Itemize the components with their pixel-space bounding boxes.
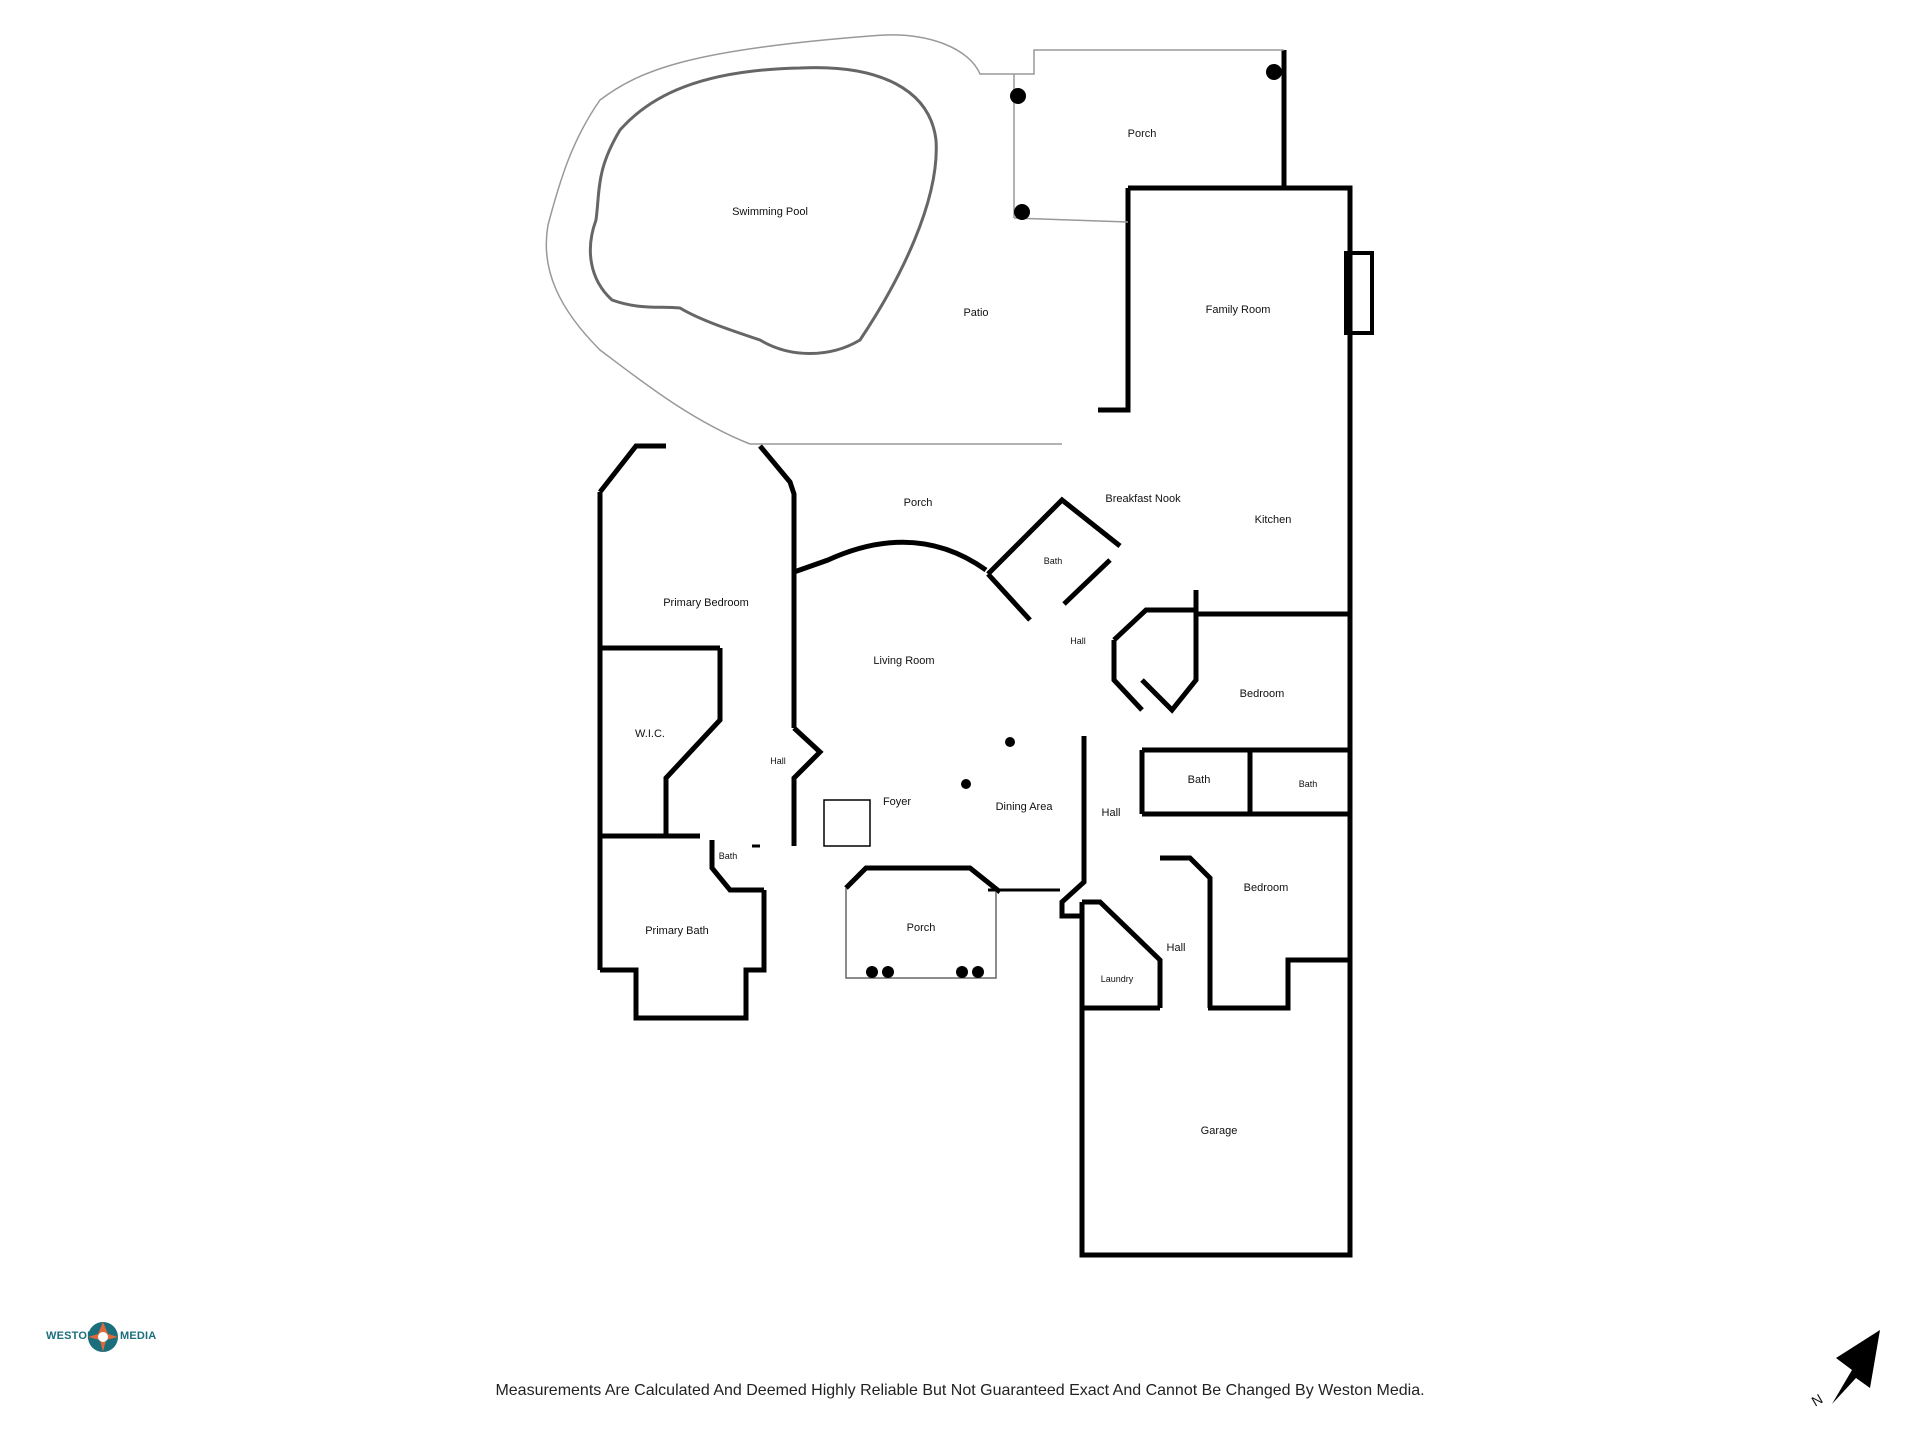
room-label-porch-front: Porch [906,922,936,934]
north-arrow-icon [1832,1330,1880,1404]
room-label-garage: Garage [1200,1125,1238,1137]
room-label-bath-1: Bath [1187,774,1211,786]
room-label-bath-center: Bath [1043,556,1063,566]
room-label-bedroom-2: Bedroom [1243,882,1289,894]
room-label-hall-left: Hall [770,756,786,766]
room-label-porch-back: Porch [1127,128,1157,140]
room-label-wic: W.I.C. [635,728,665,740]
room-label-hall-right: Hall [1101,807,1121,819]
room-label-laundry: Laundry [1100,974,1134,984]
room-label-primary-bedroom: Primary Bedroom [663,597,749,609]
room-label-dining-area: Dining Area [995,801,1053,813]
room-label-primary-bath: Primary Bath [645,925,709,937]
room-label-patio: Patio [963,307,989,319]
room-label-swimming-pool: Swimming Pool [732,206,808,218]
room-label-family-room: Family Room [1205,304,1271,316]
room-label-foyer: Foyer [882,796,912,808]
logo-text-left: WESTON [46,1330,96,1342]
logo-text-right: MEDIA [120,1330,157,1342]
room-label-hall-lower: Hall [1166,942,1186,954]
room-label-kitchen: Kitchen [1254,514,1292,526]
disclaimer-text: Measurements Are Calculated And Deemed H… [495,1382,1425,1399]
aperture-icon [88,1322,118,1352]
room-label-bath-2: Bath [1298,779,1318,789]
room-label-breakfast-nook: Breakfast Nook [1105,493,1181,505]
room-label-bath-small: Bath [718,851,738,861]
room-label-hall-center: Hall [1070,636,1086,646]
room-label-living-room: Living Room [873,655,935,667]
weston-media-logo: WESTON MEDIA [46,1318,156,1358]
room-label-bedroom-1: Bedroom [1239,688,1285,700]
room-label-porch-mid: Porch [903,497,933,509]
